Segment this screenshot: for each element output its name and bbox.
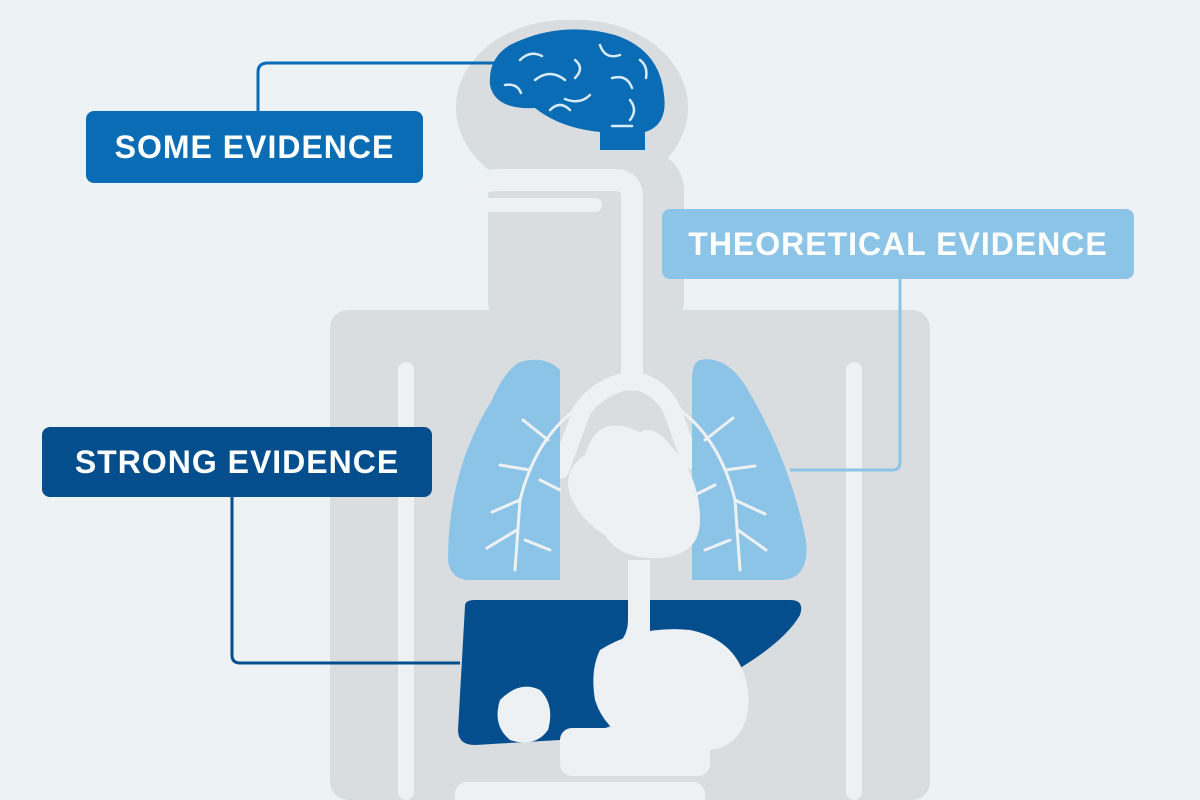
connector-lines — [230, 61, 902, 665]
connector-lungs — [790, 279, 902, 472]
connector-liver — [230, 497, 460, 665]
digestive-organs — [455, 560, 749, 800]
label-theoretical-evidence: THEORETICAL EVIDENCE — [662, 209, 1134, 279]
stomach-illustration — [593, 629, 749, 753]
brain-illustration — [489, 29, 665, 150]
gallbladder — [497, 686, 551, 743]
brain-folds — [503, 43, 648, 128]
label-some-evidence: SOME EVIDENCE — [86, 111, 423, 183]
intestine-upper — [560, 728, 710, 776]
nasal-passage — [464, 169, 643, 391]
connector-brain — [256, 61, 505, 112]
left-lung — [448, 359, 560, 580]
lungs-illustration — [448, 359, 807, 580]
intestine-lower — [455, 782, 705, 800]
airway — [464, 169, 699, 479]
label-strong-evidence: STRONG EVIDENCE — [42, 427, 432, 497]
bronchi — [485, 408, 768, 572]
right-lung — [692, 359, 807, 580]
trachea-right — [623, 371, 699, 469]
heart-illustration — [567, 425, 700, 559]
brain-shape — [489, 29, 665, 150]
right-arm-gap — [846, 362, 862, 800]
